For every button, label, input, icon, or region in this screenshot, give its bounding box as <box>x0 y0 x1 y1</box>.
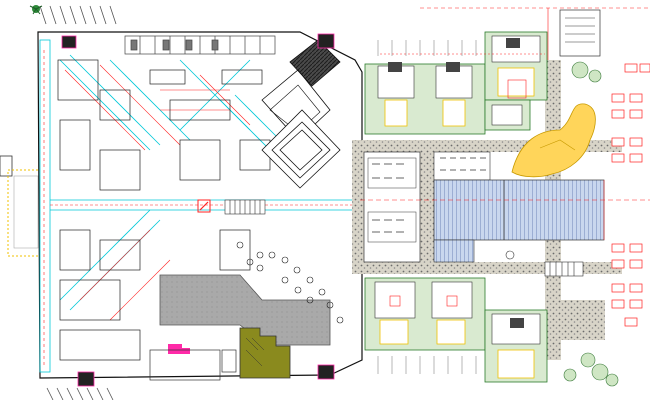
seating-area <box>236 241 344 324</box>
parking-cars-right <box>611 63 650 327</box>
villa-block-middle <box>363 151 491 263</box>
villa-block-top <box>364 62 486 135</box>
villa-block-top-right <box>484 31 548 101</box>
dimension-lines <box>360 53 650 240</box>
parking-area-top <box>377 40 477 374</box>
magenta-element <box>168 344 190 354</box>
grey-hall <box>159 274 331 346</box>
parking-stripes-top <box>39 5 117 400</box>
pool-shape <box>511 103 596 178</box>
villa-block-top-right2 <box>484 99 531 131</box>
villa-block-bottom <box>364 277 486 351</box>
main-building <box>37 31 363 387</box>
green-stepped-block <box>239 327 291 379</box>
top-parking-bays <box>124 35 276 55</box>
villa-block-bottom-right <box>484 309 548 383</box>
red-marker <box>197 199 211 213</box>
stair-grid <box>224 199 266 215</box>
tower-top-right <box>420 7 650 60</box>
lower-rooms <box>149 349 237 381</box>
grill-deck <box>505 250 584 277</box>
auditorium-block <box>261 109 341 189</box>
tree-clusters <box>563 61 619 387</box>
palm-tree-icon <box>29 5 43 15</box>
entrance-porch <box>0 155 43 257</box>
corner-markers <box>61 33 335 387</box>
pool-deck-roof <box>433 179 605 263</box>
